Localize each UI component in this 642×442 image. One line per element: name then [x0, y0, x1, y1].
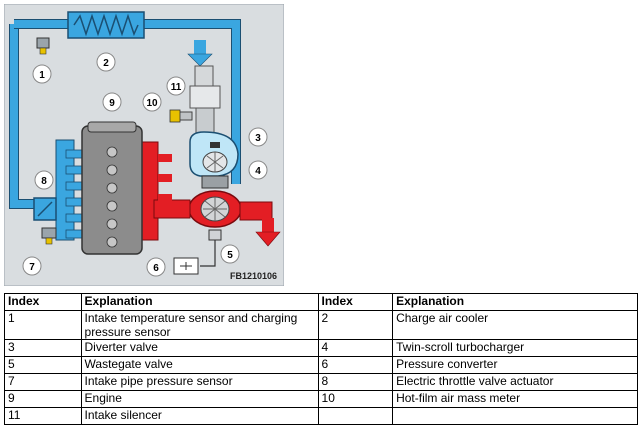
- row-explanation: Intake pipe pressure sensor: [80, 373, 319, 391]
- row-explanation: Electric throttle valve actuator: [392, 373, 638, 391]
- throttle-valve: [33, 197, 57, 221]
- svg-text:10: 10: [146, 98, 158, 109]
- row-index: 10: [317, 390, 394, 408]
- svg-text:6: 6: [153, 263, 159, 274]
- row-explanation: Charge air cooler: [392, 310, 638, 340]
- intake-air-arrow: [187, 40, 213, 67]
- row-index: 6: [317, 356, 394, 374]
- svg-text:3: 3: [255, 133, 261, 144]
- header-index-2: Index: [317, 293, 394, 311]
- table-row: 7 Intake pipe pressure sensor 8 Electric…: [4, 373, 638, 391]
- header-explanation-2: Explanation: [392, 293, 638, 311]
- intake-manifold: [55, 139, 83, 241]
- legend-table: Index Explanation Index Explanation 1 In…: [4, 293, 638, 425]
- callout-5: 5: [220, 244, 240, 264]
- figure-id-code: FB1210106: [230, 271, 278, 281]
- row-index: 1: [4, 310, 82, 340]
- callout-8: 8: [34, 170, 54, 190]
- row-index: 5: [4, 356, 82, 374]
- row-index: 9: [4, 390, 82, 408]
- callout-labels: 1 2 3 4 5 6 7 8 9 10 11: [22, 52, 268, 277]
- row-index: 7: [4, 373, 82, 391]
- table-row: 9 Engine 10 Hot-film air mass meter: [4, 390, 638, 408]
- intake-duct: [171, 65, 221, 139]
- row-explanation: Hot-film air mass meter: [392, 390, 638, 408]
- turbo-system-diagram: 1 2 3 4 5 6 7 8 9 10 11: [4, 4, 284, 286]
- row-explanation: Wastegate valve: [80, 356, 319, 374]
- row-explanation: Twin-scroll turbocharger: [392, 339, 638, 357]
- row-index: [317, 407, 394, 425]
- svg-text:11: 11: [171, 82, 182, 93]
- callout-1: 1: [32, 64, 52, 84]
- row-explanation: Intake silencer: [80, 407, 319, 425]
- callout-10: 10: [142, 92, 162, 112]
- row-index: 11: [4, 407, 82, 425]
- svg-text:8: 8: [41, 176, 47, 187]
- callout-2: 2: [96, 52, 116, 72]
- row-index: 3: [4, 339, 82, 357]
- svg-text:1: 1: [39, 70, 45, 81]
- header-explanation-1: Explanation: [80, 293, 319, 311]
- engine-block: [81, 121, 143, 255]
- table-row: 5 Wastegate valve 6 Pressure converter: [4, 356, 638, 374]
- callout-9: 9: [102, 92, 122, 112]
- header-index-1: Index: [4, 293, 82, 311]
- callout-4: 4: [248, 160, 268, 180]
- intake-temperature-sensor: [36, 37, 50, 55]
- charge-air-cooler: [67, 11, 145, 39]
- row-explanation: Intake temperature sensor and charging p…: [80, 310, 319, 340]
- callout-3: 3: [248, 127, 268, 147]
- exhaust-pipes: [139, 141, 281, 247]
- table-row: 1 Intake temperature sensor and charging…: [4, 310, 638, 340]
- row-index: 4: [317, 339, 394, 357]
- table-row: 11 Intake silencer: [4, 407, 638, 425]
- wastegate-assembly: [173, 229, 222, 275]
- legend-header-row: Index Explanation Index Explanation: [4, 293, 638, 311]
- row-explanation: Engine: [80, 390, 319, 408]
- callout-11: 11: [166, 76, 186, 96]
- charge-air-pipes: [9, 19, 241, 209]
- svg-text:4: 4: [255, 166, 261, 177]
- svg-text:2: 2: [103, 58, 109, 69]
- callout-7: 7: [22, 256, 42, 276]
- table-row: 3 Diverter valve 4 Twin-scroll turbochar…: [4, 339, 638, 357]
- intake-pipe-pressure-sensor: [41, 227, 57, 245]
- row-explanation: Diverter valve: [80, 339, 319, 357]
- svg-text:7: 7: [29, 262, 35, 273]
- row-explanation: Pressure converter: [392, 356, 638, 374]
- hot-film-air-mass-meter: [169, 109, 181, 123]
- svg-text:5: 5: [227, 250, 233, 261]
- row-index: 8: [317, 373, 394, 391]
- row-explanation: [392, 407, 638, 425]
- row-index: 2: [317, 310, 394, 340]
- svg-text:9: 9: [109, 98, 115, 109]
- callout-6: 6: [146, 257, 166, 277]
